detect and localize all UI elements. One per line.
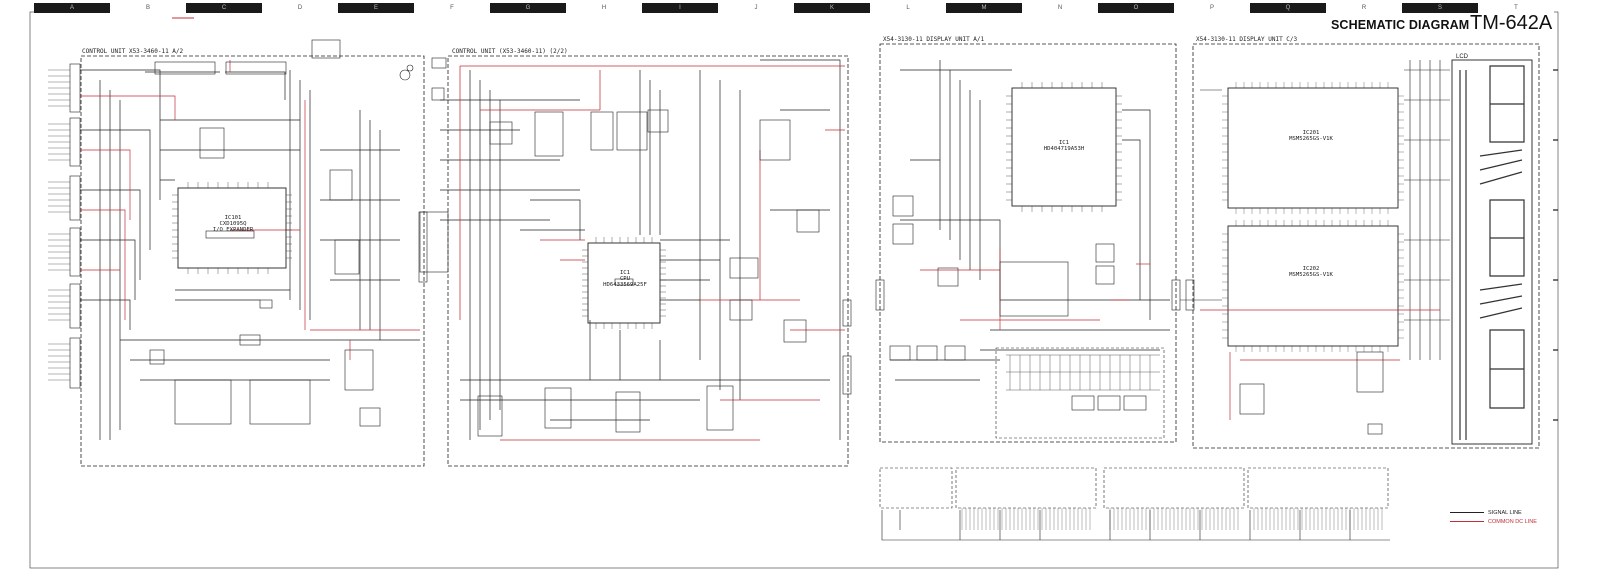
zone-j: J [718, 3, 794, 13]
cpu-ic1-body [587, 242, 661, 324]
display-ic1-pins [1006, 82, 1122, 212]
zone-f: F [414, 3, 490, 13]
display-ic1-body [1011, 87, 1117, 207]
zone-ruler: A B C D E F G H I J K L M N O P Q R S T [34, 3, 1554, 13]
control-unit-a2-frame [80, 55, 425, 467]
left-pin-lines [48, 69, 70, 381]
control-22-dc-traces [459, 65, 845, 441]
display-a1-small-parts [889, 195, 1165, 439]
control-22-signal-traces [440, 59, 841, 440]
control-a2-signal-traces [80, 69, 420, 440]
control-unit-22-frame [447, 55, 849, 467]
control-a2-small-parts [149, 39, 414, 427]
zone-s: S [1402, 3, 1478, 13]
zone-a: A [34, 3, 110, 13]
left-connectors [69, 63, 81, 389]
ic201-pins [1222, 82, 1404, 214]
option-pin-lines [961, 508, 1383, 530]
cpu-ic1-label: IC1 CPU HD6433569A25F [584, 270, 666, 288]
zone-c: C [186, 3, 262, 13]
zone-o: O [1098, 3, 1174, 13]
display-ic1-part: HD404719A53H [1043, 146, 1085, 152]
ic101-body [177, 187, 287, 269]
control-22-small-parts [419, 57, 820, 437]
display-c3-small-parts [1239, 351, 1384, 435]
ic101-part: CXD1095Q [219, 221, 247, 227]
unit-label-display-a1: X54-3130-11 DISPLAY UNIT A/1 [883, 36, 985, 43]
cpu-ic1-ref: IC1 [619, 270, 631, 276]
legend-dc-text: COMMON DC LINE [1488, 518, 1537, 525]
ic202-part: MSM5265GS-V1K [1289, 272, 1333, 278]
zone-q: Q [1250, 3, 1326, 13]
legend-dc-swatch [1450, 521, 1484, 522]
display-a1-traces [890, 60, 1170, 381]
ic101-expander-box [205, 230, 255, 239]
bridge-connectors [418, 211, 1195, 395]
zone-p: P [1174, 3, 1250, 13]
zone-e: E [338, 3, 414, 13]
ic202-label: IC202 MSM5265GS-V1K [1266, 266, 1356, 278]
display-ic1-label: IC1 HD404719A53H [1024, 140, 1104, 152]
display-unit-a1-frame [879, 43, 1177, 443]
cpu-label-box [614, 278, 634, 286]
cpu-ic1-note: HD6433569A25F [603, 282, 647, 288]
zone-d: D [262, 3, 338, 13]
legend-signal-text: SIGNAL LINE [1488, 509, 1522, 516]
diagram-title: SCHEMATIC DIAGRAM [1331, 18, 1470, 32]
right-edge-marks [1553, 69, 1558, 421]
cpu-ic1-pins [582, 237, 666, 329]
zone-r: R [1326, 3, 1402, 13]
display-ic1-ref: IC1 [1058, 140, 1070, 146]
zone-t: T [1478, 3, 1554, 13]
cpu-ic1-part: CPU [619, 276, 631, 282]
display-c3-traces [1180, 60, 1450, 360]
unit-label-display-c3: X54-3130-11 DISPLAY UNIT C/3 [1196, 36, 1298, 43]
ic101-note: I/O EXPANDER [212, 227, 254, 233]
zone-b: B [110, 3, 186, 13]
ic201-part: MSM5265GS-V1K [1289, 136, 1333, 142]
ic201-body [1227, 87, 1399, 209]
lcd-panel [1451, 59, 1533, 445]
legend-dc-line: COMMON DC LINE [1450, 517, 1550, 526]
ic202-body [1227, 225, 1399, 347]
display-unit-c3-frame [1192, 43, 1540, 449]
model-number: TM-642A [1470, 12, 1553, 34]
unit-label-control-a2: CONTROL UNIT X53-3460-11 A/2 [82, 48, 184, 55]
ic202-pins [1222, 220, 1404, 352]
zone-n: N [1022, 3, 1098, 13]
ic201-label: IC201 MSM5265GS-V1K [1266, 130, 1356, 142]
ic101-label: IC101 CXD1095Q I/O EXPANDER [198, 215, 268, 233]
zone-k: K [794, 3, 870, 13]
unit-label-control-22: CONTROL UNIT (X53-3460-11) (2/2) [452, 48, 568, 55]
line-legend: SIGNAL LINE COMMON DC LINE [1450, 508, 1550, 526]
control-a2-dc-traces [80, 17, 420, 360]
zone-h: H [566, 3, 642, 13]
zone-g: G [490, 3, 566, 13]
lcd-segments [1459, 65, 1525, 440]
lcd-label: LCD [1456, 54, 1469, 60]
legend-signal-swatch [1450, 512, 1484, 513]
zone-i: I [642, 3, 718, 13]
display-a1-switch-array [1006, 354, 1160, 391]
display-c3-dc-traces [1200, 309, 1440, 420]
ic201-ref: IC201 [1302, 130, 1320, 136]
zone-m: M [946, 3, 1022, 13]
legend-signal-line: SIGNAL LINE [1450, 508, 1550, 517]
ic101-pins [172, 182, 292, 274]
zone-l: L [870, 3, 946, 13]
ic101-ref: IC101 [224, 215, 242, 221]
ic202-ref: IC202 [1302, 266, 1320, 272]
option-connectors [879, 467, 1390, 541]
